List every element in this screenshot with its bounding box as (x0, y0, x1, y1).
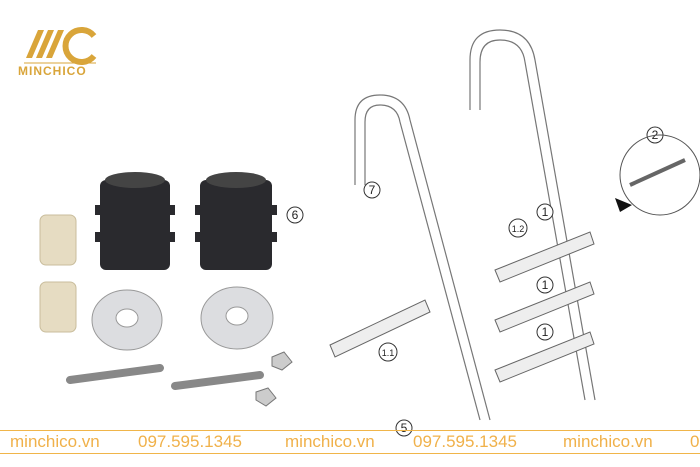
watermark-website: minchico.vn (10, 432, 100, 451)
callout-1: 1 (542, 205, 549, 219)
ladder-steps (329, 231, 595, 383)
watermark-band: minchico.vn 097.595.1345 minchico.vn 097… (0, 430, 700, 454)
callout-1: 1 (542, 325, 549, 339)
anchor-socket-left (95, 172, 175, 270)
bolt-detail (629, 158, 686, 187)
logo-text: MINCHICO (18, 64, 87, 78)
callout-markers (286, 126, 664, 437)
nut (255, 351, 293, 407)
watermark-website: minchico.vn (285, 432, 375, 451)
watermark-website: minchico.vn (563, 432, 653, 451)
bolt-detail-circle (619, 134, 700, 216)
callout-1-2: 1.2 (512, 224, 525, 234)
watermark-phone: 0 (690, 432, 700, 451)
ladder-handrail (354, 29, 596, 421)
minchico-logo (24, 27, 97, 65)
watermark-phone: 097.595.1345 (138, 432, 242, 451)
anchor-socket-right (195, 172, 277, 270)
arrow-icon (615, 198, 632, 212)
callout-7: 7 (369, 183, 376, 197)
rubber-plug (39, 214, 77, 333)
callout-5: 5 (401, 421, 408, 435)
escutcheon-plate (91, 286, 274, 351)
callout-6: 6 (292, 208, 299, 222)
callout-1-1: 1.1 (382, 348, 395, 358)
callout-1: 1 (542, 278, 549, 292)
watermark-phone: 097.595.1345 (413, 432, 517, 451)
bolt (66, 364, 264, 390)
